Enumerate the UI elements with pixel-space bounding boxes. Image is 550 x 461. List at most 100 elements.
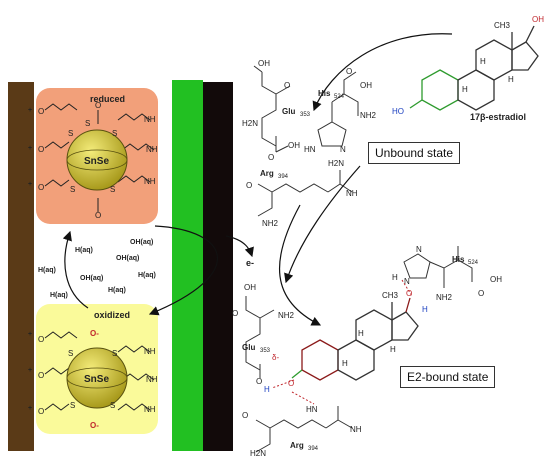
r-nh-2: NH bbox=[146, 145, 158, 154]
plus-5: + bbox=[28, 367, 32, 374]
arg-bound-structure bbox=[255, 406, 353, 453]
bound-h1: H bbox=[390, 345, 396, 354]
hydrogen-bonds bbox=[271, 279, 413, 405]
arg-top-name: Arg bbox=[260, 169, 274, 178]
ions: H(aq) H(aq) H(aq) H(aq) H(aq) OH(aq) OH(… bbox=[38, 239, 254, 299]
arg-top-num: 394 bbox=[278, 174, 289, 180]
electrode-black-bar bbox=[203, 82, 233, 451]
arg-top-o: O bbox=[246, 181, 252, 190]
arg-bound-h2n: H2N bbox=[250, 449, 266, 458]
glu-top-oh2: OH bbox=[288, 141, 300, 150]
glu-bound-structure bbox=[245, 296, 275, 378]
electron-arrow bbox=[225, 235, 254, 258]
r-s-5: S bbox=[85, 119, 90, 128]
his-bound-name: His bbox=[452, 255, 465, 264]
glu-bound-nh2: NH2 bbox=[278, 311, 295, 320]
h-aq-3: H(aq) bbox=[108, 287, 126, 294]
estradiol-ch3: CH3 bbox=[494, 21, 511, 30]
his-bound-o: O bbox=[478, 289, 484, 298]
his-top-labels: His 524 O OH NH2 HN N bbox=[304, 67, 377, 154]
bound-estradiol-structure bbox=[291, 297, 419, 381]
o-s-1: S bbox=[68, 349, 73, 358]
estradiol-labels: CH3 OH H H H HO 17β-estradiol bbox=[392, 15, 544, 122]
glu-bound-o: O bbox=[232, 309, 238, 318]
unbound-down-arrow bbox=[284, 165, 361, 284]
his-top-num: 524 bbox=[334, 94, 345, 100]
his-bound-num: 524 bbox=[468, 260, 479, 266]
oh-aq-2: OH(aq) bbox=[116, 255, 139, 262]
plus-4: + bbox=[28, 331, 32, 338]
oxidized-negative-charges: O- O- bbox=[90, 329, 99, 430]
estradiol-h3: H bbox=[462, 85, 468, 94]
bound-state-box: E2-bound state bbox=[400, 366, 496, 388]
oxidized-atoms: O O O S S S S NH NH NH bbox=[38, 335, 158, 416]
his-top-structure bbox=[317, 71, 359, 147]
bound-o-red: O bbox=[406, 289, 412, 298]
h-aq-4: H(aq) bbox=[138, 272, 156, 279]
reduced-label: reduced bbox=[90, 94, 125, 104]
estradiol-h1: H bbox=[508, 75, 514, 84]
glu-bound-delta: δ- bbox=[272, 353, 279, 362]
his-top-n: N bbox=[340, 145, 346, 154]
bound-ch3: CH3 bbox=[382, 291, 399, 300]
r-s-1: S bbox=[68, 129, 73, 138]
o-o-2: O bbox=[38, 371, 44, 380]
his-bound-labels: N H N His 524 O OH NH2 bbox=[392, 245, 502, 302]
arg-top-labels: Arg 394 O NH2 NH H2N bbox=[246, 159, 358, 228]
plus-6: + bbox=[28, 405, 32, 412]
arg-bound-name: Arg bbox=[290, 441, 304, 450]
his-bound-n: N bbox=[416, 245, 422, 254]
his-bound-oh: OH bbox=[490, 275, 502, 284]
arg-bound-nh: NH bbox=[350, 425, 362, 434]
bound-o-ar: O bbox=[288, 379, 294, 388]
his-top-name: His bbox=[318, 89, 331, 98]
plus-2: + bbox=[28, 145, 32, 152]
glu-top-o1: O bbox=[284, 81, 290, 90]
arg-top-nh2: NH2 bbox=[262, 219, 279, 228]
arg-bound-num: 394 bbox=[308, 446, 319, 452]
h-aq-5: H(aq) bbox=[50, 292, 68, 299]
bound-h2: H bbox=[358, 329, 364, 338]
o-s-3: S bbox=[70, 401, 75, 410]
glu-top-h2n: H2N bbox=[242, 119, 258, 128]
o-nh-2: NH bbox=[146, 375, 158, 384]
glu-top-structure bbox=[253, 65, 291, 153]
r-nh-1: NH bbox=[144, 115, 156, 124]
reduced-nanoparticle-label: SnSe bbox=[84, 156, 109, 167]
o-neg-1: O- bbox=[90, 329, 99, 338]
bound-labels: CH3 O H H H H O H bbox=[264, 289, 428, 394]
his-top-nh2: NH2 bbox=[360, 111, 377, 120]
glu-bound-name: Glu bbox=[242, 343, 255, 352]
o-nh-1: NH bbox=[144, 347, 156, 356]
r-o-4: O bbox=[95, 101, 101, 110]
his-top-o: O bbox=[346, 67, 352, 76]
electrode-green-bar bbox=[172, 80, 203, 451]
r-s-4: S bbox=[110, 185, 115, 194]
arg-top-h2n: H2N bbox=[328, 159, 344, 168]
his-bound-n2: N bbox=[404, 277, 410, 286]
oh-aq-3: OH(aq) bbox=[80, 275, 103, 282]
cycle-arrow-up bbox=[62, 230, 89, 309]
his-bound-structure bbox=[403, 246, 473, 288]
r-o-1: O bbox=[38, 107, 44, 116]
glu-bound-num: 353 bbox=[260, 348, 271, 354]
estradiol-ho: HO bbox=[392, 107, 404, 116]
his-bound-nh2: NH2 bbox=[436, 293, 453, 302]
left-charges: + + + + + + bbox=[28, 107, 32, 412]
bound-h3: H bbox=[342, 359, 348, 368]
r-s-2: S bbox=[112, 129, 117, 138]
estradiol-name: 17β-estradiol bbox=[470, 112, 526, 122]
glu-bound-labels: OH O NH2 Glu 353 O δ- bbox=[232, 283, 295, 386]
glu-top-oh: OH bbox=[258, 59, 270, 68]
reduced-ligands bbox=[44, 103, 155, 212]
o-s-2: S bbox=[112, 349, 117, 358]
o-o-3: O bbox=[38, 407, 44, 416]
glu-bound-o2: O bbox=[256, 377, 262, 386]
h-aq-1: H(aq) bbox=[75, 247, 93, 254]
electrode-left-bar bbox=[8, 82, 34, 451]
arg-top-structure bbox=[257, 170, 353, 217]
o-nh-3: NH bbox=[144, 405, 156, 414]
bound-h-blue: H bbox=[422, 305, 428, 314]
oh-aq-1: OH(aq) bbox=[130, 239, 153, 246]
